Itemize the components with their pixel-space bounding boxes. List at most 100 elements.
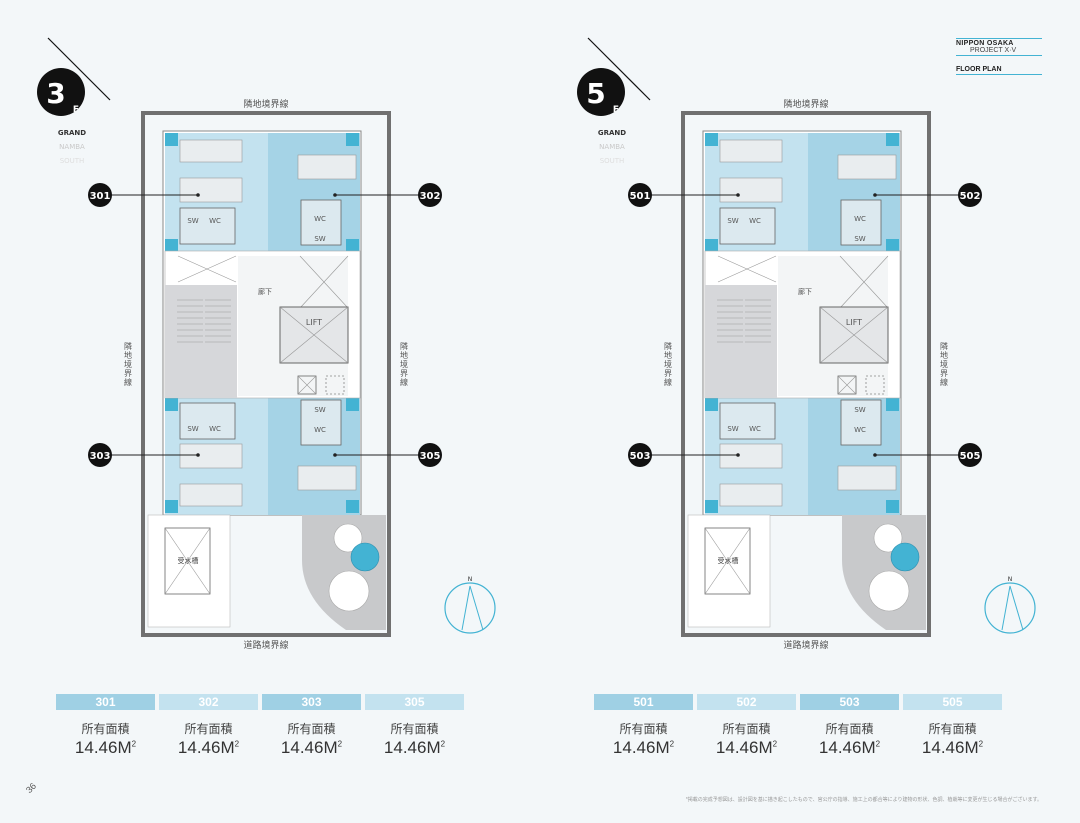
area-value: 14.46M2 bbox=[74, 738, 137, 757]
toilet-label: WC bbox=[209, 217, 221, 225]
unit-callout-badge bbox=[958, 443, 982, 467]
building-outline bbox=[141, 111, 391, 637]
unit-callout-badge bbox=[628, 443, 652, 467]
wet-unit bbox=[179, 402, 236, 440]
callout-dot bbox=[736, 453, 740, 457]
column bbox=[346, 239, 359, 252]
callout-dot bbox=[196, 193, 200, 197]
compass-needle bbox=[1001, 585, 1024, 631]
floor-badge-slash bbox=[587, 37, 651, 101]
callout-dot bbox=[333, 193, 337, 197]
toilet-label: WC bbox=[209, 425, 221, 433]
area-value: 14.46M2 bbox=[177, 738, 240, 757]
area-value: 14.46M2 bbox=[818, 738, 881, 757]
area-name-namba: NAMBA bbox=[59, 143, 85, 151]
tree-canopy-accent bbox=[350, 542, 380, 572]
unit-callout-badge bbox=[88, 443, 112, 467]
toilet-label: WC bbox=[749, 217, 761, 225]
wet-unit bbox=[840, 199, 882, 246]
column bbox=[165, 239, 178, 252]
unit-number-bar: 505 bbox=[903, 694, 1002, 710]
right-boundary-label: 隣地境界線 bbox=[940, 341, 948, 387]
bottom-boundary-label: 道路境界線 bbox=[243, 639, 288, 651]
brand-line-1: NIPPON OSAKA bbox=[956, 38, 1042, 47]
unit-number-bar: 302 bbox=[159, 694, 258, 710]
area-col: 501 所有面積 14.46M2 bbox=[594, 694, 693, 758]
unit-callout-number: 502 bbox=[960, 191, 981, 202]
unit-callout-number: 305 bbox=[420, 451, 441, 462]
lift-cross-b bbox=[819, 306, 889, 364]
right-boundary-label: 隣地境界線 bbox=[400, 341, 408, 387]
top-boundary-label: 隣地境界線 bbox=[243, 98, 288, 110]
tree-canopy bbox=[333, 523, 363, 553]
bed bbox=[297, 154, 357, 180]
shower-label: SW bbox=[727, 425, 738, 433]
tree-canopy bbox=[873, 523, 903, 553]
column bbox=[346, 398, 359, 411]
column bbox=[165, 133, 178, 146]
area-name-grand: GRAND bbox=[58, 129, 86, 137]
brand-block: NIPPON OSAKA PROJECT X·V FLOOR PLAN bbox=[956, 38, 1042, 75]
floor-number: 3 bbox=[46, 77, 65, 110]
toilet-label: WC bbox=[314, 426, 326, 434]
area-col: 505 所有面積 14.46M2 bbox=[903, 694, 1002, 758]
area-value: 14.46M2 bbox=[921, 738, 984, 757]
shower-label: SW bbox=[187, 425, 198, 433]
unit-number-bar: 501 bbox=[594, 694, 693, 710]
stair-area bbox=[705, 285, 777, 398]
column bbox=[886, 500, 899, 513]
area-label: 所有面積 bbox=[184, 722, 233, 736]
wet-unit bbox=[840, 399, 882, 446]
column bbox=[705, 133, 718, 146]
area-col: 503 所有面積 14.46M2 bbox=[800, 694, 899, 758]
area-name-namba: NAMBA bbox=[599, 143, 625, 151]
floor-suffix: F bbox=[613, 105, 619, 115]
area-col: 303 所有面積 14.46M2 bbox=[262, 694, 361, 758]
lift-cross-b bbox=[279, 306, 349, 364]
meter-box bbox=[865, 375, 885, 395]
tree-canopy-accent bbox=[890, 542, 920, 572]
column bbox=[705, 500, 718, 513]
area-label: 所有面積 bbox=[722, 722, 771, 736]
unit-callout-number: 302 bbox=[420, 191, 441, 202]
area-table-5f: 501 所有面積 14.46M2 502 所有面積 14.46M2 503 所有… bbox=[594, 694, 1002, 758]
column bbox=[165, 398, 178, 411]
callout-dot bbox=[873, 193, 877, 197]
bed bbox=[179, 483, 243, 507]
column bbox=[886, 239, 899, 252]
callout-dot bbox=[333, 453, 337, 457]
area-table-3f: 301 所有面積 14.46M2 302 所有面積 14.46M2 303 所有… bbox=[56, 694, 464, 758]
callout-dot bbox=[736, 193, 740, 197]
tank-cross-b bbox=[164, 527, 211, 595]
unit-number-bar: 301 bbox=[56, 694, 155, 710]
area-label: 所有面積 bbox=[390, 722, 439, 736]
left-boundary-label: 隣地境界線 bbox=[664, 341, 672, 387]
unit-callout-number: 505 bbox=[960, 451, 981, 462]
shaft-cross-b bbox=[177, 255, 237, 283]
area-value: 14.46M2 bbox=[612, 738, 675, 757]
disclaimer-footnote: *掲載の完成予想図は、設計図を基に描き起こしたもので、官公庁の指導、施工上の都合… bbox=[685, 797, 1042, 803]
wet-unit bbox=[719, 207, 776, 245]
bed bbox=[179, 139, 243, 163]
area-col: 502 所有面積 14.46M2 bbox=[697, 694, 796, 758]
bed bbox=[297, 465, 357, 491]
column bbox=[165, 500, 178, 513]
unit-callout-number: 303 bbox=[90, 451, 111, 462]
unit-number-bar: 305 bbox=[365, 694, 464, 710]
unit-callout-badge bbox=[418, 183, 442, 207]
unit-callout-badge bbox=[88, 183, 112, 207]
bed bbox=[719, 443, 783, 469]
compass-ring bbox=[444, 582, 496, 634]
shower-label: SW bbox=[314, 235, 325, 243]
shaft-cross-b bbox=[717, 255, 777, 283]
column bbox=[705, 239, 718, 252]
shower-label: SW bbox=[187, 217, 198, 225]
callout-dot bbox=[873, 453, 877, 457]
floor-plan-heading: FLOOR PLAN bbox=[956, 66, 1042, 75]
unit-callout-badge bbox=[628, 183, 652, 207]
area-value: 14.46M2 bbox=[715, 738, 778, 757]
compass-north-label: N bbox=[468, 576, 473, 583]
wet-unit bbox=[179, 207, 236, 245]
